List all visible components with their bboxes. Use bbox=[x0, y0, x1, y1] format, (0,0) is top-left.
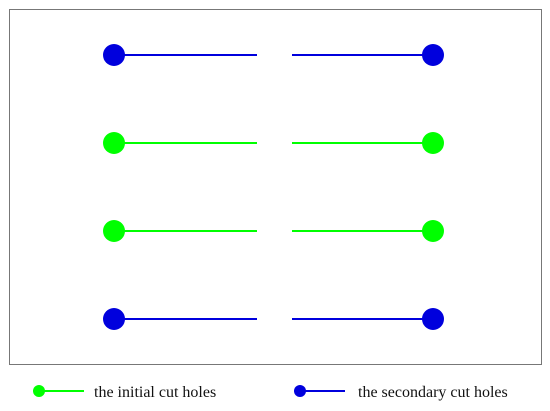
cut-hole-right bbox=[422, 220, 444, 242]
legend: the initial cut holes the secondary cut … bbox=[33, 384, 508, 401]
hole-row-secondary bbox=[103, 44, 444, 66]
cut-hole-rows bbox=[103, 44, 444, 330]
cut-hole-left bbox=[103, 44, 125, 66]
cut-hole-left bbox=[103, 308, 125, 330]
hole-row-initial bbox=[103, 132, 444, 154]
hole-row-secondary bbox=[103, 308, 444, 330]
cut-hole-right bbox=[422, 132, 444, 154]
cut-hole-left bbox=[103, 220, 125, 242]
legend-secondary-dot bbox=[294, 385, 306, 397]
cut-hole-right bbox=[422, 44, 444, 66]
diagram-frame bbox=[9, 9, 542, 365]
legend-item-initial: the initial cut holes bbox=[33, 384, 216, 401]
legend-initial-dot bbox=[33, 385, 45, 397]
cut-hole-left bbox=[103, 132, 125, 154]
legend-secondary-label: the secondary cut holes bbox=[358, 384, 508, 401]
hole-row-initial bbox=[103, 220, 444, 242]
legend-item-secondary: the secondary cut holes bbox=[294, 384, 508, 401]
cut-hole-right bbox=[422, 308, 444, 330]
legend-initial-label: the initial cut holes bbox=[94, 384, 216, 401]
